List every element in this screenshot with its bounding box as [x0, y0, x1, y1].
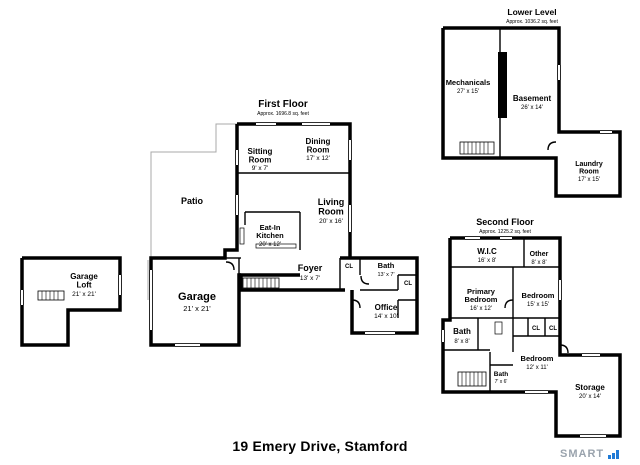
room-bath-1-name: Bath	[453, 327, 471, 336]
room-mechanicals-dim: 27' x 15'	[457, 89, 479, 95]
patio-name: Patio	[181, 196, 204, 206]
room-foyer-name: Foyer	[298, 263, 323, 273]
lower-level-title: Lower Level	[507, 7, 556, 17]
lower-level-plan	[441, 26, 622, 198]
property-address: 19 Emery Drive, Stamford	[232, 438, 408, 454]
room-dining-dim: 17' x 12'	[306, 155, 330, 162]
room-wic-dim: 16' x 8'	[478, 258, 497, 264]
room-primary-dim: 16' x 12'	[470, 306, 492, 312]
room-garage-name: Garage	[178, 291, 216, 303]
second-floor-area: Approx. 1225.2 sq. feet	[479, 229, 531, 235]
room-foyer-dim: 13' x 7'	[300, 275, 320, 282]
room-sitting-dim: 9' x 7'	[252, 165, 269, 172]
room-bath-2-name: Bath	[494, 371, 508, 378]
garage-loft-dim: 21' x 21'	[72, 291, 96, 298]
second-floor-title: Second Floor	[476, 217, 534, 227]
room-bath-2-dim: 7' x 6'	[495, 379, 508, 385]
second-floor-plan	[441, 236, 622, 438]
room-living-dim: 20' x 16'	[319, 218, 343, 225]
room-office-dim: 14' x 10'	[374, 313, 398, 320]
garage-loft-plan	[20, 256, 122, 347]
first-floor-title: First Floor	[258, 99, 308, 110]
room-bedroom-1-dim: 15' x 15'	[527, 302, 549, 308]
lower-level-area: Approx. 1036.2 sq. feet	[506, 19, 558, 25]
closet-cl-3: CL	[532, 326, 540, 332]
room-storage-name: Storage	[575, 383, 605, 392]
room-laundry-dim: 17' x 15'	[578, 177, 600, 183]
first-floor-plan	[147, 122, 419, 347]
room-mechanicals-name: Mechanicals	[446, 78, 491, 87]
room-wic-name: W.I.C	[477, 247, 497, 256]
closet-cl-1: CL	[345, 264, 353, 270]
brand-bars-icon	[608, 450, 622, 459]
room-other-dim: 8' x 8'	[531, 260, 546, 266]
room-garage-dim: 21' x 21'	[183, 304, 211, 313]
brand-wordmark: SMART	[560, 448, 605, 460]
room-office-name: Office	[375, 303, 398, 312]
room-kitchen-dim: 20' x 12'	[259, 242, 281, 248]
room-bath-name: Bath	[378, 261, 395, 270]
closet-cl-2: CL	[404, 281, 412, 287]
room-bath-1-dim: 8' x 8'	[454, 339, 469, 345]
room-other-name: Other	[530, 251, 549, 258]
room-bedroom-2-name: Bedroom	[521, 354, 554, 363]
room-bath-dim: 13' x 7'	[377, 272, 394, 278]
room-storage-dim: 20' x 14'	[579, 394, 601, 400]
first-floor-area: Approx. 1696.8 sq. feet	[257, 111, 309, 117]
room-bedroom-1-name: Bedroom	[522, 291, 555, 300]
room-basement-name: Basement	[513, 94, 552, 103]
room-basement-dim: 26' x 14'	[521, 105, 543, 111]
room-bedroom-2-dim: 12' x 11'	[526, 365, 548, 371]
closet-cl-4: CL	[549, 326, 557, 332]
